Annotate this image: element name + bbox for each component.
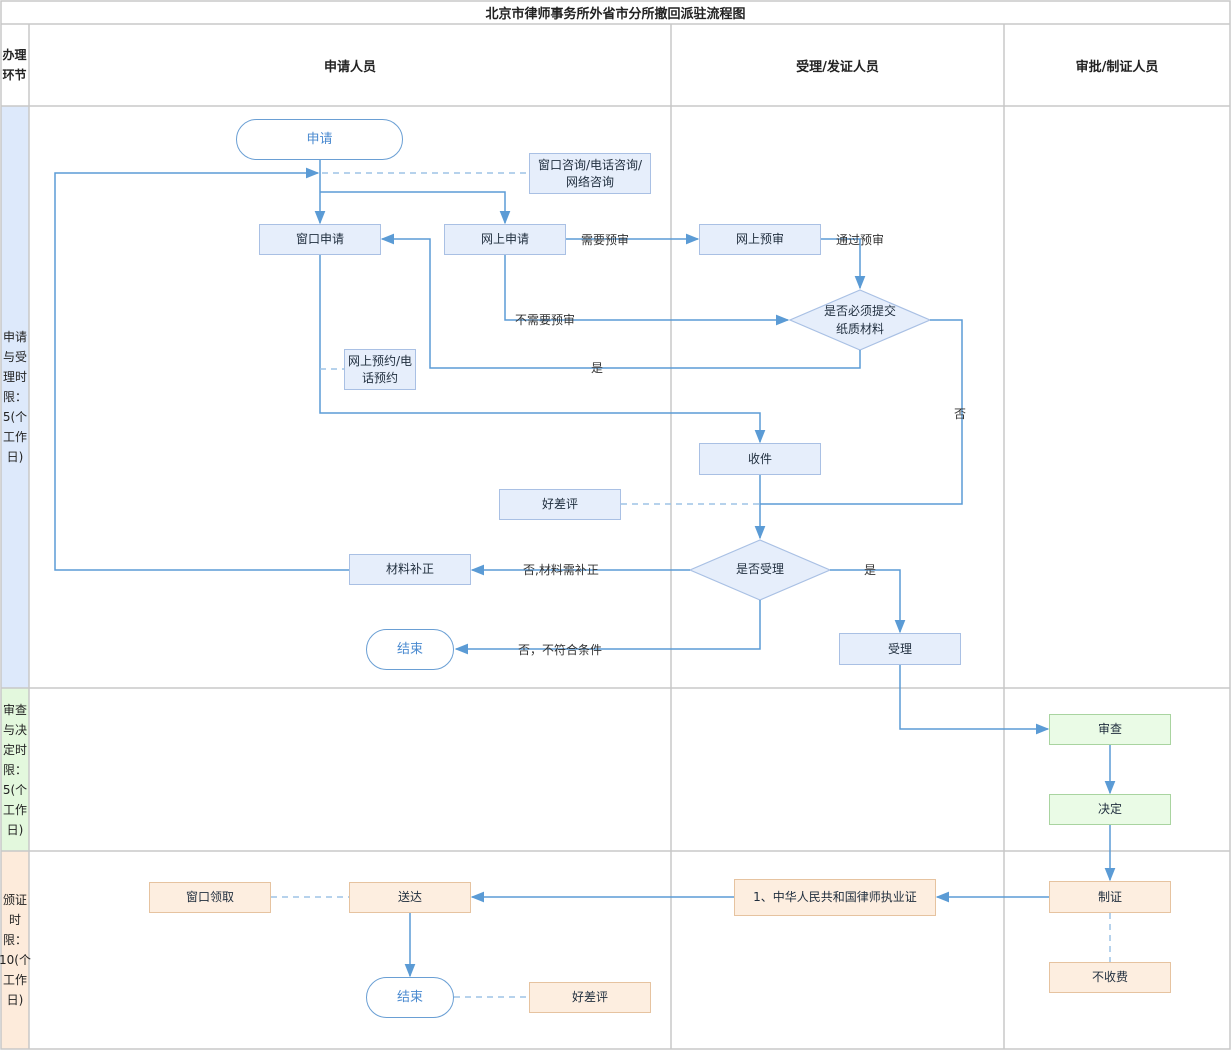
phase-band-1 — [1, 106, 29, 688]
online-apply-node: 网上申请 — [444, 224, 566, 255]
window-apply-node: 窗口申请 — [259, 224, 381, 255]
no-fee-node: 不收费 — [1049, 962, 1171, 993]
dashed-associations — [271, 172, 1111, 998]
phase-band-2 — [1, 688, 29, 851]
phase-label-review: 审查与决定时限：5(个工作日) — [2, 702, 28, 837]
edge-label-yes-accept: 是 — [864, 563, 877, 577]
end-node-1: 结束 — [366, 629, 454, 670]
edge-label-no-paper: 否 — [954, 407, 967, 421]
edge-label-pass-precheck: 通过预审 — [836, 233, 885, 247]
make-cert-node: 制证 — [1049, 881, 1171, 913]
lane-header-approval: 审批/制证人员 — [1075, 59, 1159, 75]
rating-node-1: 好差评 — [499, 489, 621, 520]
paper-decision-label: 是否必须提交纸质材料 — [823, 304, 896, 336]
accept-node: 受理 — [839, 633, 961, 665]
window-pickup-node: 窗口领取 — [149, 882, 271, 913]
supplement-node: 材料补正 — [349, 554, 471, 585]
decide-node: 决定 — [1049, 794, 1171, 825]
receive-node: 收件 — [699, 443, 821, 475]
edge-label-not-qualified: 否，不符合条件 — [518, 643, 603, 657]
consult-node: 窗口咨询/电话咨询/网络咨询 — [529, 153, 651, 194]
row-label-header: 办理环节 — [2, 48, 27, 82]
online-precheck-node: 网上预审 — [699, 224, 821, 255]
appointment-node: 网上预约/电话预约 — [344, 349, 416, 390]
review-node: 审查 — [1049, 714, 1171, 745]
page-title: 北京市律师事务所外省市分所撤回派驻流程图 — [485, 7, 746, 22]
lane-header-applicant: 申请人员 — [323, 59, 376, 75]
edge-label-need-supplement: 否,材料需补正 — [523, 563, 599, 577]
connectors — [54, 160, 1116, 978]
certificate-node: 1、中华人民共和国律师执业证 — [734, 879, 936, 916]
edge-label-need-precheck: 需要预审 — [581, 233, 630, 247]
accept-decision-label: 是否受理 — [735, 562, 784, 576]
start-apply-node: 申请 — [236, 119, 403, 160]
phase-label-application: 申请与受理时限：5(个工作日) — [2, 330, 28, 464]
edge-label-no-precheck: 不需要预审 — [515, 313, 576, 327]
phase-label-certificate: 颁证时限：10(个工作日) — [0, 893, 31, 1007]
end-node-2: 结束 — [366, 977, 454, 1018]
lane-header-acceptance: 受理/发证人员 — [796, 59, 879, 75]
deliver-node: 送达 — [349, 882, 471, 913]
edge-label-yes-paper: 是 — [591, 361, 604, 375]
rating-node-2: 好差评 — [529, 982, 651, 1013]
phase-band-3 — [1, 851, 29, 1049]
